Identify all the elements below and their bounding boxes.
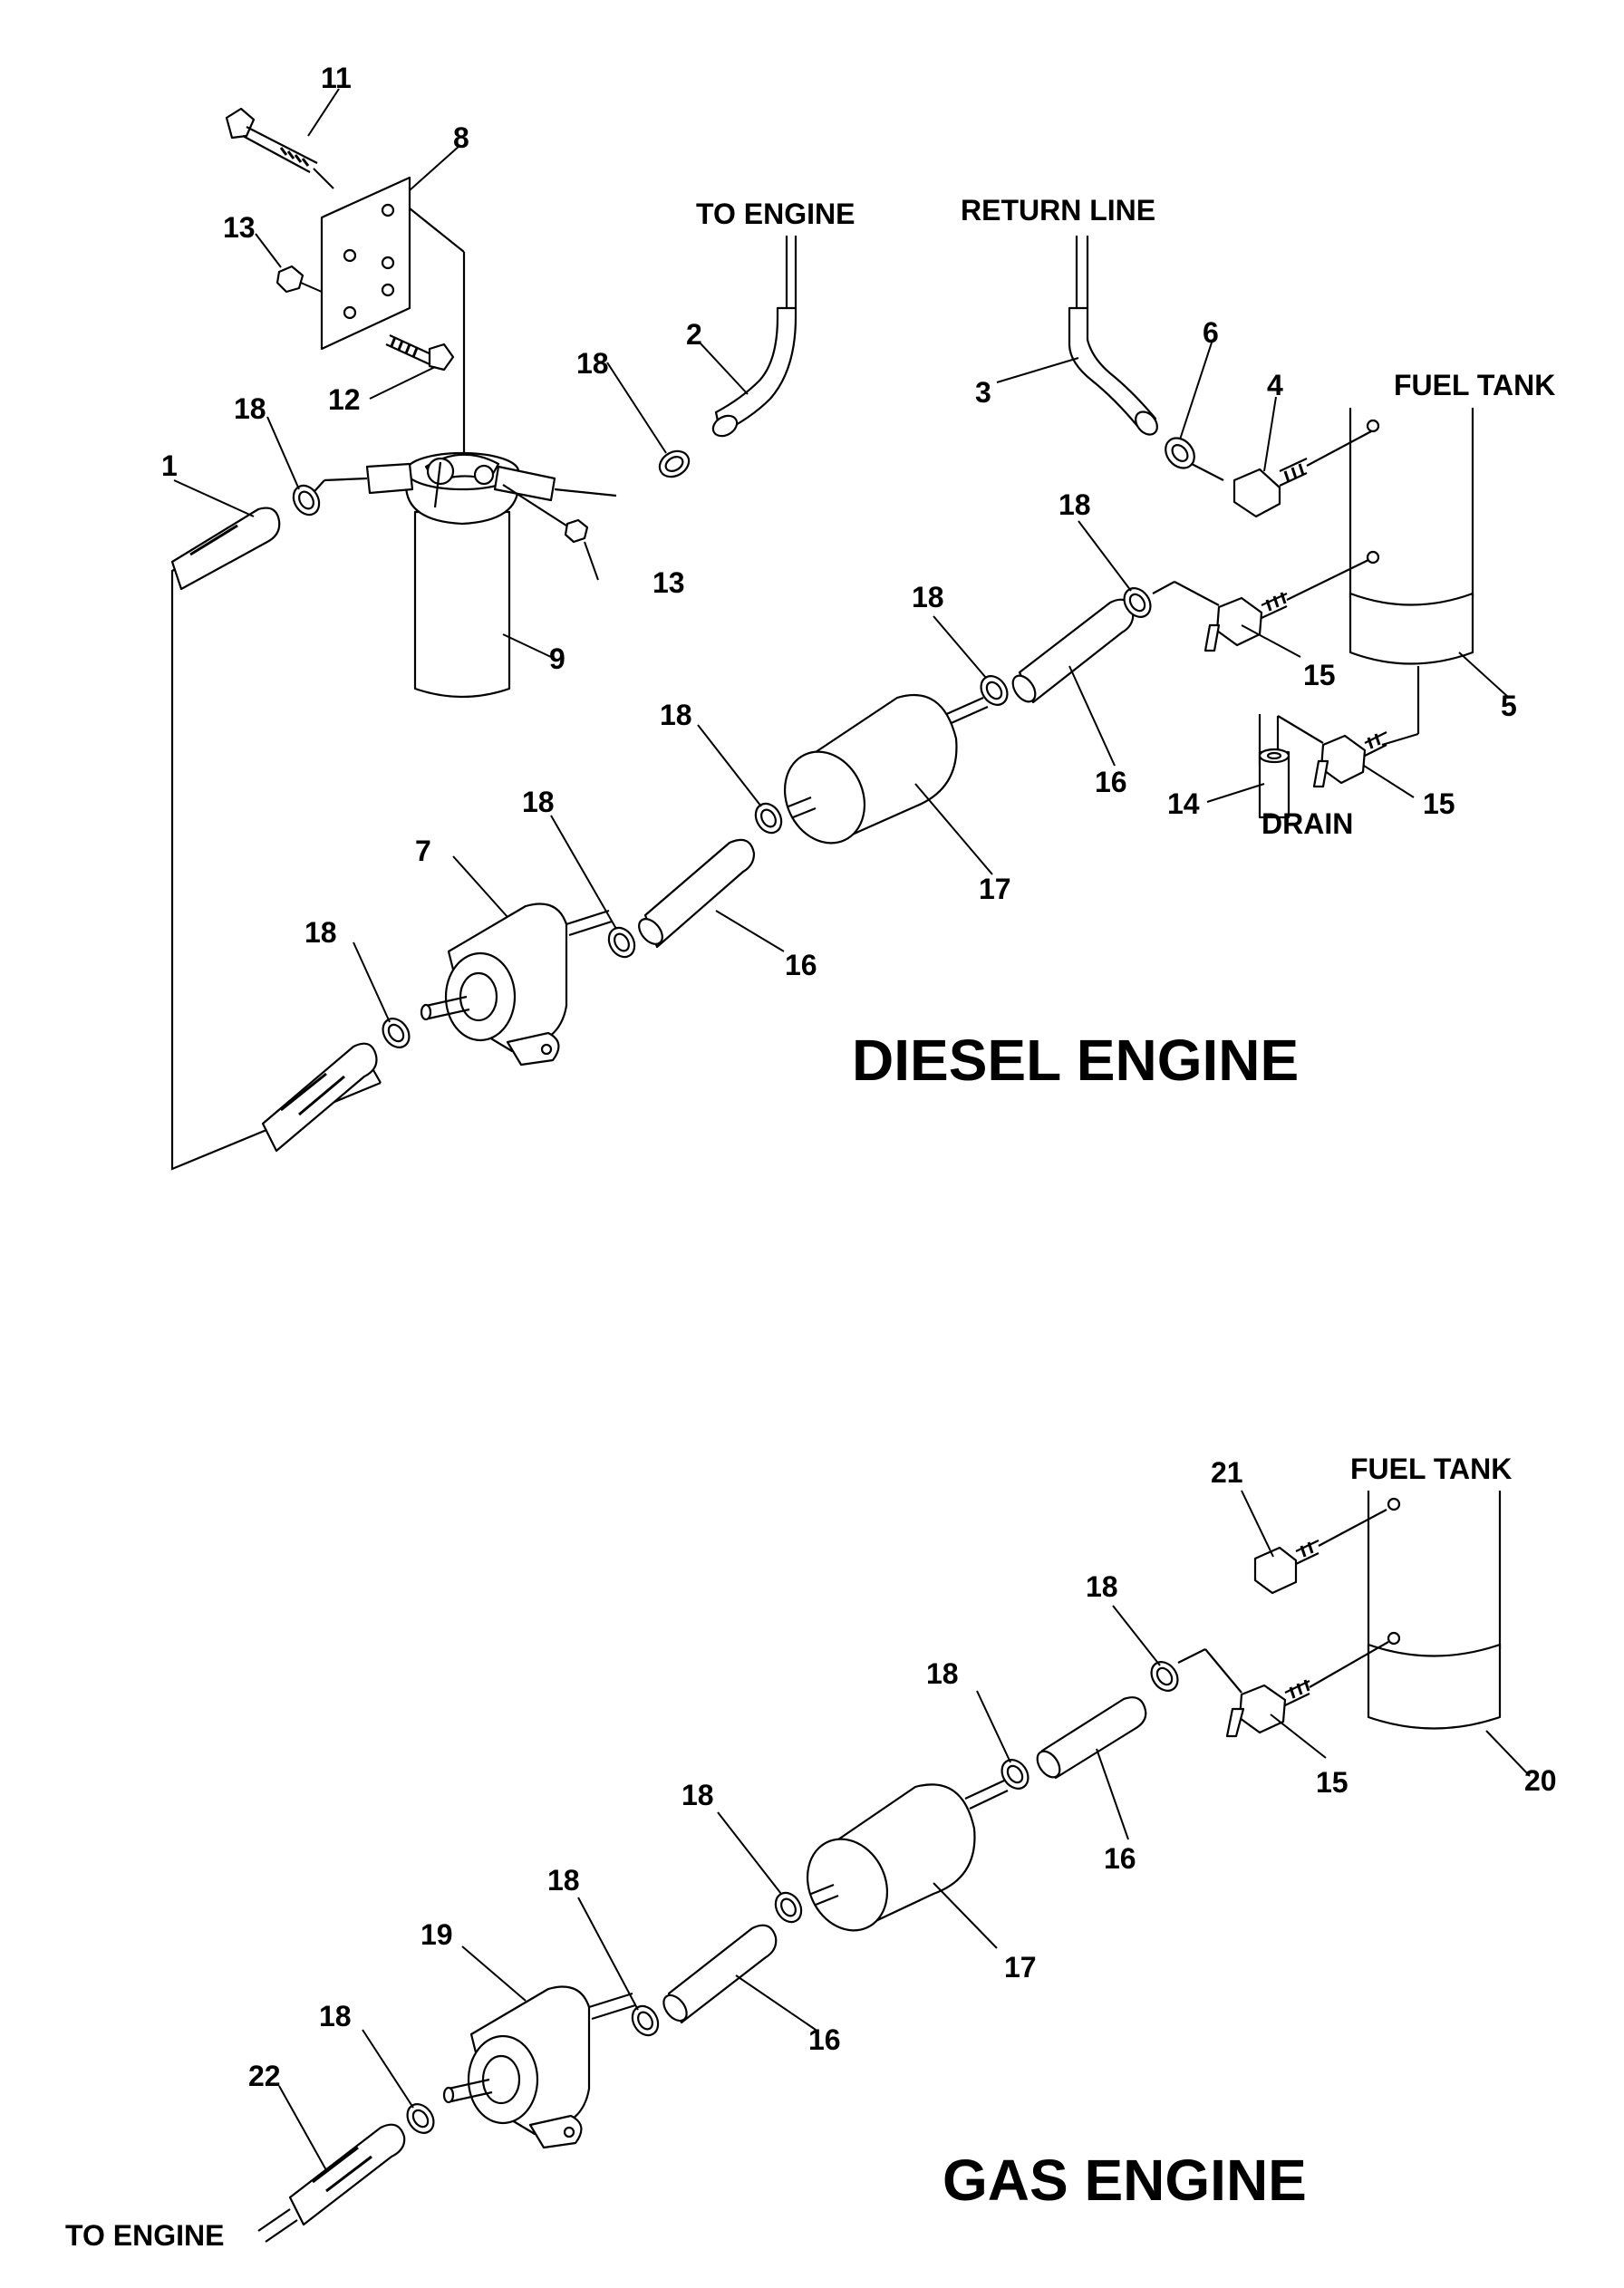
- callout-12: 12: [328, 383, 361, 416]
- mounting-bracket: [320, 176, 411, 351]
- hose-clamp: [774, 1891, 803, 1924]
- nut-13-left: [276, 265, 323, 294]
- to-engine-label: TO ENGINE: [65, 2219, 224, 2252]
- callout-7: 7: [415, 835, 431, 867]
- callout-16: 16: [808, 2023, 841, 2056]
- fuel-tank-5: [1348, 408, 1474, 747]
- hose-3: [1068, 236, 1158, 436]
- callout-18: 18: [1086, 1570, 1118, 1603]
- callout-4: 4: [1267, 369, 1283, 401]
- diesel-engine-title: DIESEL ENGINE: [852, 1028, 1299, 1093]
- hose-clamp: [658, 449, 691, 478]
- callout-3: 3: [975, 376, 991, 409]
- nut-13-right: [502, 484, 589, 544]
- diesel-leader-lines: [173, 88, 1510, 1023]
- fuel-tank-label: FUEL TANK: [1350, 1453, 1512, 1485]
- hose-22: [257, 2123, 406, 2243]
- fuel-filter: [307, 208, 617, 699]
- callout-13: 13: [223, 211, 256, 244]
- inline-filter-17: [806, 1780, 1009, 1932]
- callout-21: 21: [1211, 1456, 1243, 1489]
- callout-19: 19: [420, 1918, 453, 1951]
- gas-engine-title: GAS ENGINE: [942, 2148, 1307, 2213]
- plug-21: [1253, 1509, 1387, 1595]
- callout-8: 8: [453, 121, 469, 154]
- return-line-label: RETURN LINE: [961, 194, 1155, 227]
- shutoff-valve-15: [1177, 1641, 1389, 1738]
- callout-18: 18: [319, 2000, 352, 2032]
- hose-clamp: [382, 1018, 411, 1048]
- drain-label: DRAIN: [1262, 807, 1353, 840]
- callout-15: 15: [1316, 1766, 1348, 1799]
- fuel-pump-7: [420, 903, 613, 1067]
- hose-16-lower: [638, 838, 756, 949]
- callout-14: 14: [1167, 787, 1200, 820]
- hose-16-lower: [662, 1924, 778, 2024]
- hose-clamp-6: [1165, 437, 1195, 469]
- hose-clamp: [1123, 587, 1152, 618]
- shutoff-valve-15-lower: [1276, 715, 1387, 788]
- hose-pump-inlet: [261, 1042, 378, 1153]
- inline-filter-17: [783, 693, 989, 845]
- hose-16-upper: [1036, 1696, 1147, 1780]
- callout-18: 18: [576, 347, 609, 380]
- fuel-pump-19: [442, 1985, 636, 2149]
- to-engine-label: TO ENGINE: [696, 198, 855, 230]
- callout-16: 16: [785, 949, 817, 981]
- hose-1: [170, 507, 281, 591]
- callout-18: 18: [304, 916, 337, 949]
- callout-18: 18: [912, 581, 944, 613]
- callout-18: 18: [682, 1779, 714, 1811]
- callout-18: 18: [234, 392, 266, 425]
- callout-17: 17: [979, 873, 1011, 905]
- fuel-tank-label: FUEL TANK: [1394, 369, 1555, 401]
- callout-18: 18: [660, 699, 692, 731]
- callout-11: 11: [321, 62, 352, 94]
- callout-6: 6: [1203, 316, 1219, 349]
- callout-1: 1: [161, 449, 178, 482]
- drain-hose-14: [1258, 714, 1290, 819]
- bolt-12: [385, 334, 455, 372]
- hose-2: [711, 236, 798, 438]
- fuel-tank-20: [1367, 1491, 1502, 1730]
- shutoff-valve-15-upper: [1152, 559, 1369, 652]
- callout-5: 5: [1501, 690, 1517, 722]
- bolt-11: [225, 107, 334, 189]
- hose-clamp: [754, 802, 783, 835]
- hose-clamp: [980, 675, 1009, 706]
- callout-13: 13: [652, 566, 685, 599]
- callout-16: 16: [1104, 1842, 1136, 1875]
- callout-2: 2: [686, 318, 702, 351]
- callout-20: 20: [1524, 1764, 1557, 1797]
- callout-18: 18: [522, 786, 555, 818]
- callout-22: 22: [248, 2060, 281, 2092]
- hose-16-upper: [1011, 598, 1135, 704]
- hose-clamp: [292, 484, 321, 516]
- hose-clamp: [631, 2004, 660, 2037]
- callout-15: 15: [1423, 787, 1455, 820]
- diesel-engine-assembly: DIESEL ENGINE TO ENGINE RETURN LINE FUEL…: [161, 62, 1555, 1171]
- callout-9: 9: [549, 642, 566, 675]
- callout-18: 18: [1058, 488, 1091, 521]
- hose-clamp: [406, 2103, 435, 2134]
- gas-engine-assembly: GAS ENGINE FUEL TANK TO ENGINE 21 18 15 …: [65, 1453, 1557, 2252]
- hose-clamp: [1000, 1759, 1030, 1790]
- elbow-fitting-4: [1191, 430, 1374, 518]
- callout-18: 18: [926, 1657, 959, 1690]
- gas-leader-lines: [278, 1490, 1531, 2171]
- callout-18: 18: [547, 1864, 580, 1897]
- callout-16: 16: [1095, 766, 1127, 798]
- hose-clamp: [1150, 1661, 1179, 1692]
- callout-15: 15: [1303, 659, 1336, 691]
- hose-clamp: [607, 926, 636, 959]
- callout-17: 17: [1004, 1951, 1037, 1984]
